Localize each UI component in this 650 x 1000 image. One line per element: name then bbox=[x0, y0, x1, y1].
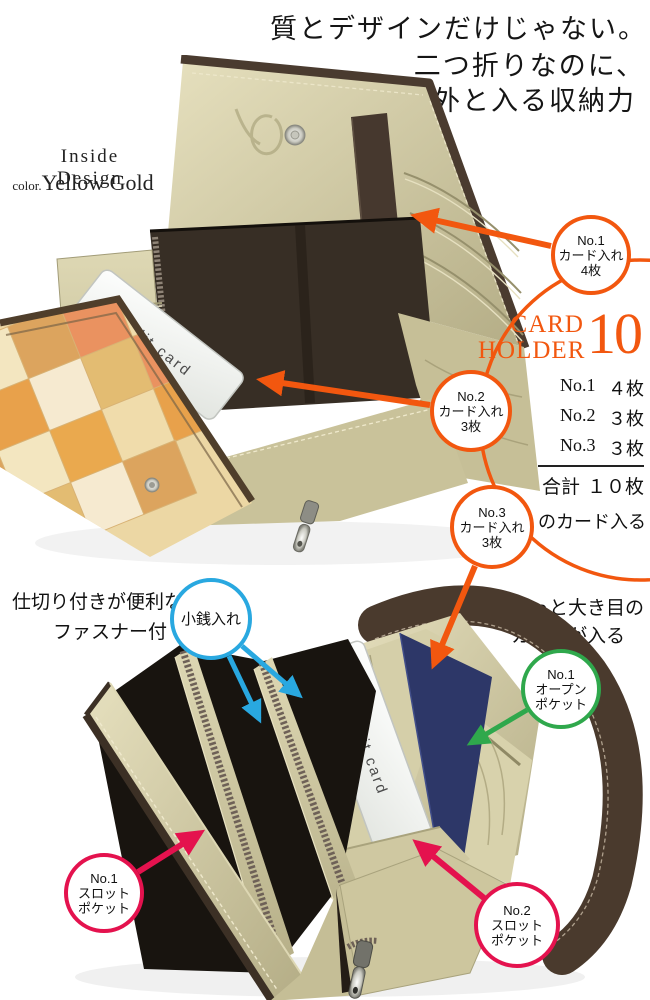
callout-no: No.2 bbox=[457, 388, 485, 404]
embossed-logo bbox=[234, 108, 284, 156]
card-holder-heading: CARD HOLDER 10 bbox=[478, 301, 643, 366]
callout-label: ポケット bbox=[490, 932, 543, 948]
total-label: 合計 bbox=[542, 477, 581, 498]
count-row-qty: ４枚 bbox=[608, 379, 644, 399]
count-row-qty: ３枚 bbox=[608, 439, 644, 459]
wallet-flap bbox=[166, 55, 530, 350]
count-row-no: No.1 bbox=[560, 375, 596, 395]
callout-label: スロット bbox=[490, 917, 543, 933]
navy-card bbox=[400, 633, 492, 857]
callout-label: 小銭入れ bbox=[180, 610, 241, 628]
callout-qty: 4枚 bbox=[580, 262, 602, 278]
callout-card-slot-2: No.2 カード入れ 3枚 bbox=[430, 370, 512, 452]
fastener-note-line2: ファスナー付 bbox=[52, 622, 167, 643]
callout-label: スロット bbox=[77, 885, 130, 901]
color-name: Yellow Gold bbox=[41, 170, 154, 195]
headline-line1: 質とデザインだけじゃない。 bbox=[270, 14, 647, 44]
callout-no: No.3 bbox=[478, 504, 506, 520]
zipper-pull-bottom bbox=[348, 940, 374, 999]
count-row-1: No.1 ４枚 bbox=[560, 375, 644, 401]
callout-qty: 3枚 bbox=[481, 534, 503, 550]
callout-card-slot-1: No.1 カード入れ 4枚 bbox=[551, 215, 631, 295]
inside-design-title: Inside Design bbox=[57, 146, 123, 189]
callout-card-slot-3: No.3 カード入れ 3枚 bbox=[450, 485, 534, 569]
count-row-no: No.3 bbox=[560, 435, 596, 455]
count-row-no: No.2 bbox=[560, 405, 596, 425]
card-holder-word1: CARD bbox=[510, 311, 584, 338]
zipper-pull bbox=[292, 500, 320, 553]
callout-label: ポケット bbox=[534, 696, 587, 712]
callout-label: カード入れ bbox=[558, 247, 624, 263]
total-qty: １０枚 bbox=[586, 477, 644, 498]
count-total-divider bbox=[538, 465, 644, 467]
callout-slot-pocket-1: No.1 スロット ポケット bbox=[64, 853, 144, 933]
headline-line2: 二つ折りなのに、 bbox=[413, 51, 645, 81]
callout-label: オープン bbox=[535, 681, 587, 697]
callout-no: No.1 bbox=[90, 870, 118, 886]
fastener-note: 仕切り付きが便利な ファスナー付 bbox=[12, 588, 184, 648]
inside-design-color: color.Yellow Gold bbox=[8, 170, 158, 196]
callout-label: ポケット bbox=[77, 900, 130, 916]
count-row-2: No.2 ３枚 bbox=[560, 405, 644, 431]
callout-no: No.1 bbox=[577, 232, 605, 248]
card-holder-count: 10 bbox=[587, 301, 643, 366]
callout-no: No.1 bbox=[547, 666, 575, 682]
callout-coin-pocket: 小銭入れ bbox=[170, 578, 252, 660]
callout-label: カード入れ bbox=[459, 519, 525, 535]
callout-slot-pocket-2: No.2 スロット ポケット bbox=[474, 882, 560, 968]
callout-no: No.2 bbox=[503, 902, 531, 918]
fastener-note-line1: 仕切り付きが便利な bbox=[12, 592, 184, 613]
count-total-note: のカード入る bbox=[538, 512, 646, 532]
bottom-wallet-photo: credit card bbox=[75, 585, 643, 1000]
count-row-3: No.3 ３枚 bbox=[560, 435, 644, 461]
callout-label: カード入れ bbox=[438, 403, 504, 419]
count-row-qty: ３枚 bbox=[608, 409, 644, 429]
callout-open-pocket: No.1 オープン ポケット bbox=[521, 649, 601, 729]
color-prefix: color. bbox=[12, 178, 42, 193]
card-holder-word2: HOLDER bbox=[478, 337, 586, 364]
callout-qty: 3枚 bbox=[460, 418, 482, 434]
